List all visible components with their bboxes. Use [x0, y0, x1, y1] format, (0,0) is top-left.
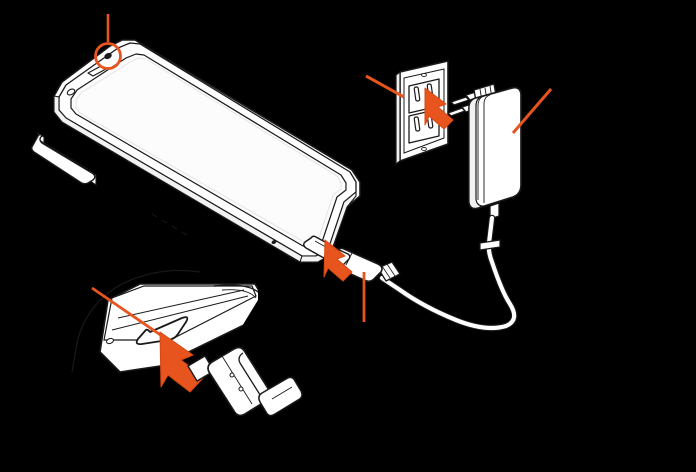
- cable-fill: [379, 215, 517, 331]
- cable-tie: [479, 239, 501, 251]
- detail-connector: [187, 346, 303, 417]
- arrow-plug-outlet: [424, 87, 454, 130]
- socket-lower-slot-left: [413, 116, 421, 132]
- arrow-plug-phone-shape: [323, 239, 353, 282]
- connector-seam: [345, 252, 353, 266]
- detail-edge-line-1: [117, 289, 245, 319]
- side-button: [31, 131, 97, 187]
- callout-adapter-leader: [511, 88, 553, 134]
- adapter-body: [468, 86, 522, 210]
- detail-corner: [213, 284, 258, 323]
- detail-tip-line: [271, 386, 293, 400]
- callout-port-leader: [91, 286, 163, 338]
- connector-grip-ribs: [381, 263, 396, 279]
- socket-upper-slot-left: [413, 86, 421, 102]
- detail-inset: [71, 269, 303, 417]
- ac-adapter: [447, 83, 522, 220]
- detail-connector-seam: [221, 355, 253, 405]
- callout-front-camera: [94, 14, 122, 70]
- speaker-grille: [151, 213, 188, 236]
- phone-left-edge: [53, 95, 303, 263]
- arrow-plug-detail-shape: [159, 331, 205, 393]
- outlet-screw-bottom: [421, 146, 427, 152]
- outlet-plate-edge: [395, 70, 401, 166]
- usb-cable: [378, 214, 518, 332]
- outlet-screw-top: [421, 72, 427, 78]
- detail-edge-line-2: [111, 295, 249, 331]
- adapter-side-face: [468, 96, 484, 209]
- microphone-hole: [271, 239, 277, 245]
- detail-boundary-arc: [71, 269, 201, 373]
- front-camera-icon: [104, 52, 112, 60]
- arrow-plug-phone: [323, 239, 353, 282]
- detail-connector-dot-1: [229, 372, 235, 378]
- callout-outlet-leader: [365, 74, 405, 99]
- proximity-sensor: [66, 88, 76, 96]
- wall-outlet: [395, 60, 449, 166]
- adapter-seam-2: [483, 94, 491, 203]
- outlet-plate-border: [403, 68, 445, 154]
- detail-corner-inner: [221, 289, 257, 299]
- arrow-plug-detail: [159, 331, 205, 393]
- detail-connector-dot-2: [238, 386, 244, 392]
- prong-upper: [450, 96, 470, 106]
- callout-camera-circle: [94, 42, 122, 70]
- adapter-seam-1: [477, 95, 485, 200]
- button-groove: [40, 140, 89, 170]
- arrow-plug-outlet-shape: [424, 87, 454, 130]
- button-body: [31, 133, 96, 185]
- detail-microphone-hole: [106, 337, 114, 345]
- phone: [31, 39, 361, 263]
